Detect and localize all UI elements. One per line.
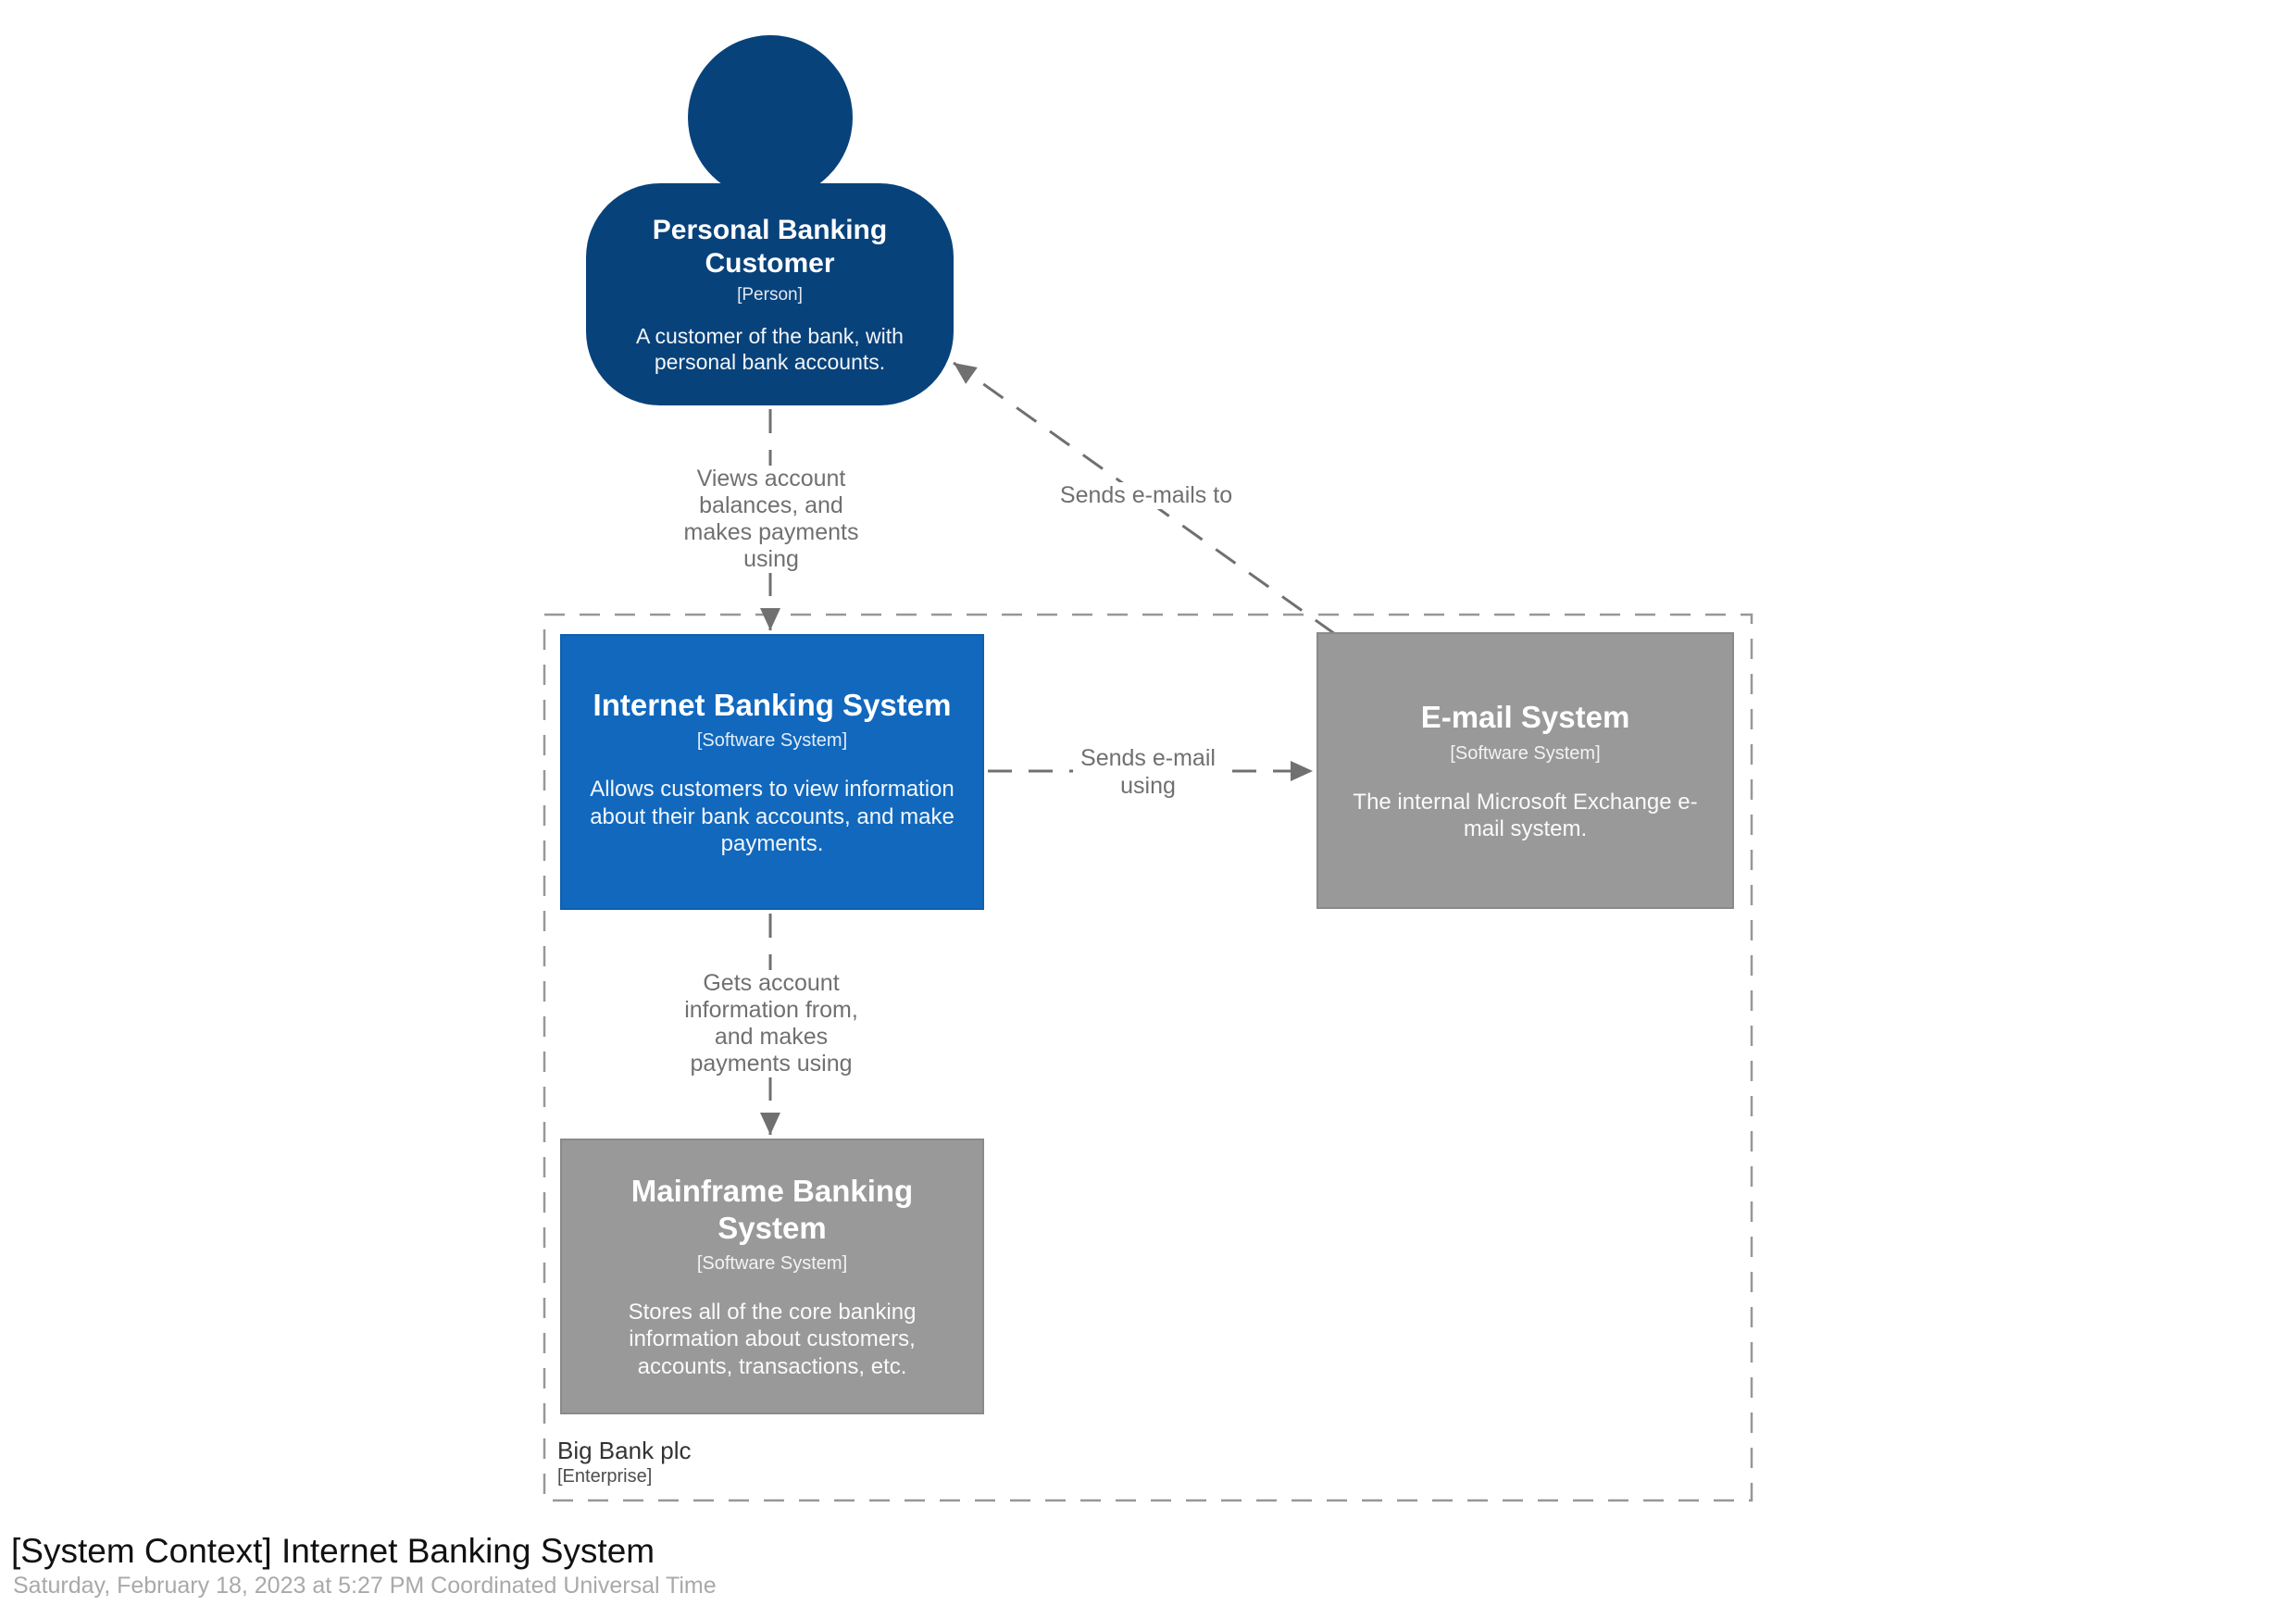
element-mainframe-banking-system[interactable]: Mainframe Banking System [Software Syste… <box>560 1139 984 1414</box>
diagram-title: [System Context] Internet Banking System <box>11 1532 655 1570</box>
element-name: Mainframe Banking System <box>630 1174 914 1245</box>
relationship-line-email-to-customer <box>953 361 1336 636</box>
element-email-system[interactable]: E-mail System [Software System] The inte… <box>1316 632 1734 909</box>
element-description: Allows customers to view information abo… <box>590 777 955 856</box>
person-head-icon <box>688 35 853 200</box>
element-name: Internet Banking System <box>593 687 952 722</box>
element-description: The internal Microsoft Exchange e-mail s… <box>1353 789 1698 841</box>
element-name: E-mail System <box>1420 699 1630 734</box>
element-description: A customer of the bank, with personal ba… <box>636 323 904 374</box>
element-metadata: [Person] <box>737 285 803 305</box>
element-metadata: [Software System] <box>696 1253 848 1275</box>
relationship-label-email-to-customer: Sends e-mails to <box>1052 482 1241 509</box>
relationship-label-customer-to-internet-banking: Views account balances, and makes paymen… <box>676 466 867 573</box>
enterprise-metadata: [Enterprise] <box>557 1466 653 1487</box>
enterprise-boundary-label: Big Bank plc [Enterprise] <box>557 1436 692 1488</box>
enterprise-name: Big Bank plc <box>557 1437 692 1464</box>
relationship-label-internet-banking-to-mainframe: Gets account information from, and makes… <box>677 970 866 1077</box>
element-metadata: [Software System] <box>1450 742 1601 764</box>
element-metadata: [Software System] <box>696 730 848 752</box>
relationship-label-internet-banking-to-email: Sends e-mail using <box>1073 744 1223 800</box>
enterprise-boundary-border <box>543 613 1753 1502</box>
diagram-timestamp: Saturday, February 18, 2023 at 5:27 PM C… <box>13 1573 717 1599</box>
person-body[interactable]: Personal Banking Customer [Person] A cus… <box>586 183 954 405</box>
element-name: Personal Banking Customer <box>652 215 888 280</box>
element-internet-banking-system[interactable]: Internet Banking System [Software System… <box>560 634 984 910</box>
element-description: Stores all of the core banking informati… <box>628 1300 917 1379</box>
